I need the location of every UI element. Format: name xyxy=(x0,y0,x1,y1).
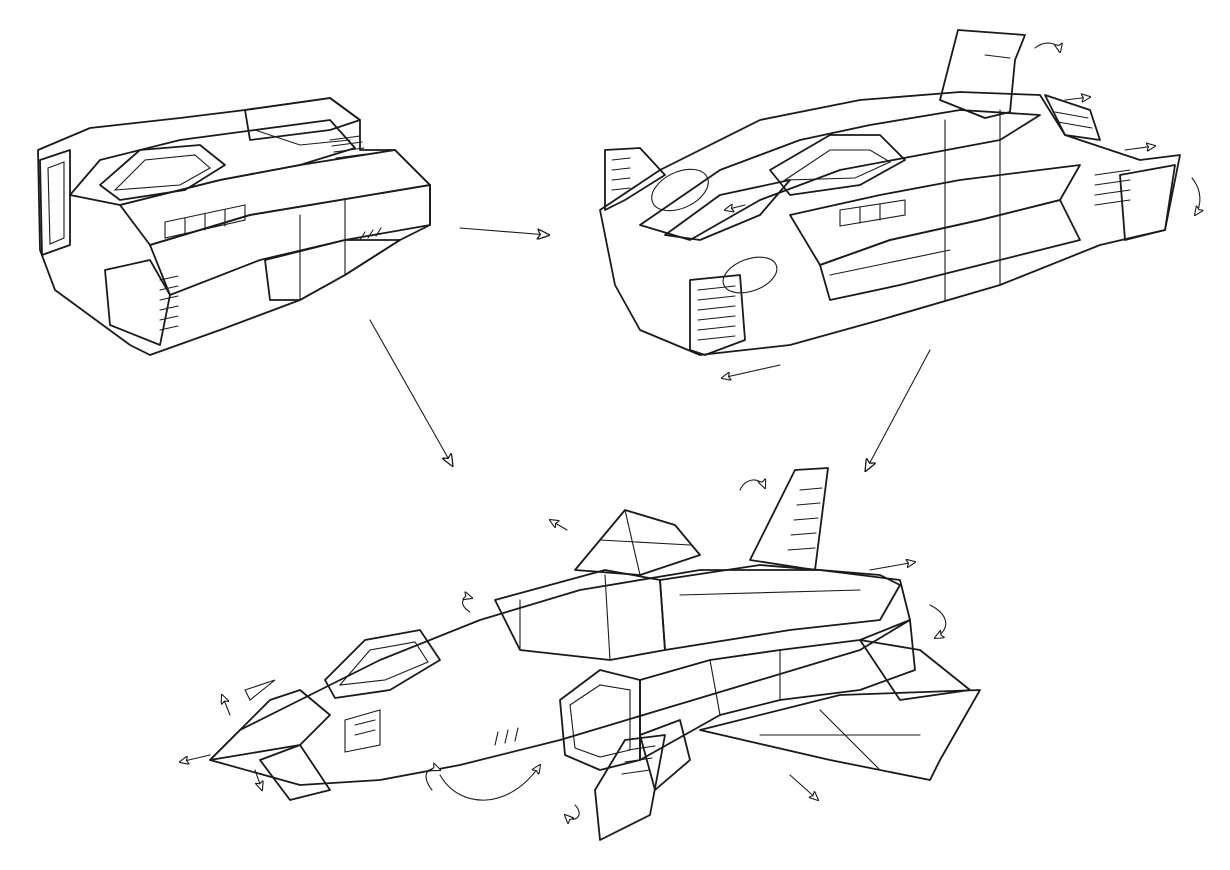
stage-transition-mode xyxy=(599,29,1200,378)
arrow-block-to-jet xyxy=(369,319,452,465)
arrow-transition-to-jet xyxy=(866,349,931,470)
stage-block-mode xyxy=(37,97,431,356)
arrow-block-to-transition xyxy=(459,227,548,235)
transition-arrows xyxy=(369,227,931,470)
stage-jet-mode xyxy=(180,467,981,841)
